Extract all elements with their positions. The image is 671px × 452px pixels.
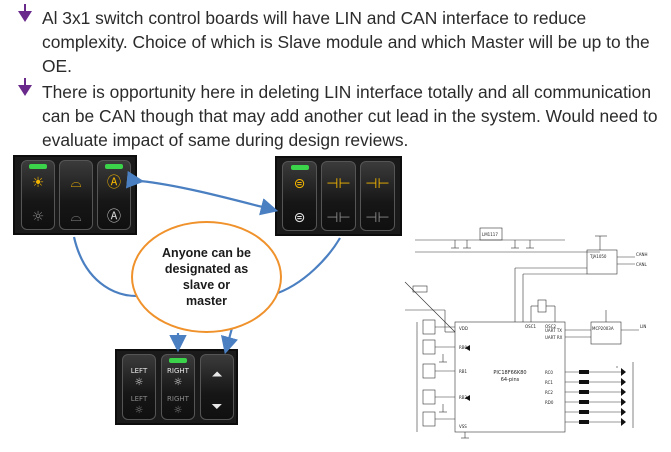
pin-label: UART RX	[545, 335, 563, 340]
sun-icon: ☼	[134, 377, 144, 388]
switch-work-light[interactable]: ☀ ☼	[21, 160, 55, 230]
pin-label: CANH	[636, 252, 648, 257]
bullet-item-2: There is opportunity here in deleting LI…	[8, 78, 663, 152]
bullet-marker-icon	[18, 4, 32, 22]
pin-label: RB1	[459, 369, 468, 374]
switch-label: RIGHT	[167, 367, 189, 375]
sun-icon: ☼	[173, 377, 183, 388]
seat-up-icon: ⏶	[211, 367, 223, 383]
switch-right-light[interactable]: RIGHT ☼ RIGHT ☼	[161, 354, 195, 420]
led-indicator	[105, 164, 123, 169]
pin-label: UART TX	[545, 328, 562, 333]
master-slave-bubble: Anyone can be designated as slave or mas…	[131, 221, 282, 333]
bullet-marker-icon	[18, 78, 32, 96]
switch-label: LEFT	[130, 367, 148, 375]
defrost-icon: ⌓	[70, 175, 82, 191]
bullet-list: Al 3x1 switch control boards will have L…	[8, 4, 663, 154]
axle-lock-icon: ⊣⊢	[326, 176, 351, 192]
regulator-label: LM1117	[482, 232, 498, 237]
switch-axle-lock-front[interactable]: ⊣⊢ ⊣⊢	[321, 161, 356, 231]
sun-icon: ☼	[173, 405, 183, 416]
bullet-text: Al 3x1 switch control boards will have L…	[42, 8, 650, 76]
sun-icon: ☼	[31, 209, 45, 225]
diff-lock-icon: ⊜	[293, 210, 306, 226]
pin-label: RC1	[545, 380, 553, 385]
sun-icon: ☼	[134, 405, 144, 416]
pin-label: RB0	[459, 345, 468, 350]
led-indicator	[290, 165, 309, 170]
pin-label: LIN	[640, 324, 646, 329]
led-indicator	[29, 164, 47, 169]
can-transceiver-label: TJA1050	[589, 254, 607, 259]
pin-label: VSS	[459, 424, 467, 429]
a-circle-icon: Ⓐ	[107, 175, 121, 191]
switch-label: RIGHT	[167, 395, 189, 403]
arrow-right-loop	[271, 237, 341, 297]
switch-seat[interactable]: ⏶ ⏷	[200, 354, 234, 420]
pin-label: VDD	[459, 326, 468, 331]
axle-lock-icon: ⊣⊢	[326, 210, 351, 226]
axle-lock-icon: ⊣⊢	[365, 210, 390, 226]
switch-left-light[interactable]: LEFT ☼ LEFT ☼	[122, 354, 156, 420]
switch-auto[interactable]: Ⓐ Ⓐ	[97, 160, 131, 230]
switch-panel-top-left: ☀ ☼ ⌓ ⌓ Ⓐ Ⓐ	[13, 155, 137, 235]
pin-label: RC0	[545, 370, 553, 375]
bullet-text: There is opportunity here in deleting LI…	[42, 82, 658, 150]
arrow-top-link	[125, 170, 279, 216]
switch-defrost[interactable]: ⌓ ⌓	[59, 160, 93, 230]
pin-label: RC2	[545, 390, 553, 395]
mcu-chip	[454, 321, 566, 433]
pin-label: OSC2	[545, 324, 556, 329]
pin-label: OSC1	[525, 324, 536, 329]
pin-label: RD0	[545, 400, 554, 405]
seat-down-icon: ⏷	[211, 399, 223, 415]
bullet-item-1: Al 3x1 switch control boards will have L…	[8, 4, 663, 78]
defrost-icon: ⌓	[70, 209, 82, 225]
sun-icon: ☀	[31, 175, 45, 191]
a-circle-icon: Ⓐ	[107, 209, 121, 225]
bubble-text: Anyone can be designated as slave or mas…	[162, 246, 251, 308]
pin-label: RB2	[459, 395, 468, 400]
mcu-sub-label: 64-pins	[501, 377, 520, 383]
diff-lock-icon: ⊜	[293, 176, 306, 192]
led-indicator	[169, 358, 187, 363]
mcu-label: PIC18F66K80	[493, 370, 526, 376]
axle-lock-icon: ⊣⊢	[365, 176, 390, 192]
arrow-down-right	[220, 327, 238, 355]
switch-label: LEFT	[130, 395, 148, 403]
voltage-regulator	[479, 227, 503, 241]
lin-transceiver-label: MCP2003A	[592, 326, 614, 331]
switch-axle-lock-rear[interactable]: ⊣⊢ ⊣⊢	[360, 161, 395, 231]
pin-label: CANL	[636, 262, 648, 267]
switch-diff-lock[interactable]: ⊜ ⊜	[282, 161, 317, 231]
can-transceiver-chip	[586, 249, 618, 275]
circuit-schematic: PIC18F66K80 64-pins TJA1050 MCP2003A LM1…	[404, 227, 648, 439]
